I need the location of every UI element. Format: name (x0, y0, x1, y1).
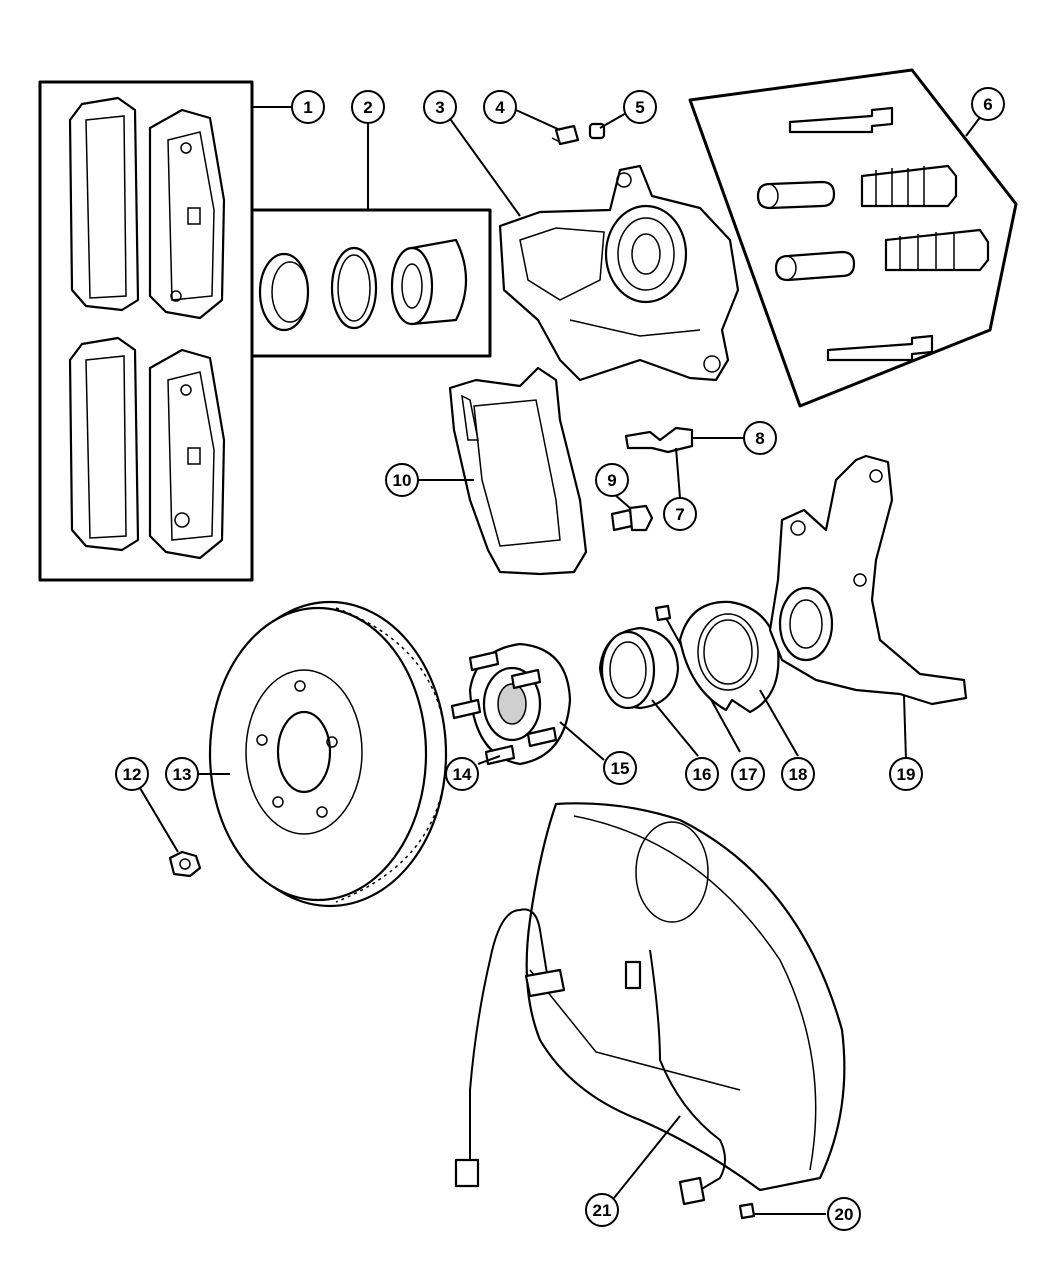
callout-14-label: 14 (453, 765, 472, 784)
callout-5-label: 5 (635, 98, 644, 117)
callout-18: 18 (781, 757, 815, 791)
callout-10: 10 (385, 463, 419, 497)
steering-knuckle (768, 454, 968, 761)
callout-9: 9 (595, 463, 629, 497)
bearing-bolt-and-shield (654, 600, 799, 757)
callout-4: 4 (483, 90, 517, 124)
callout-14: 14 (445, 757, 479, 791)
brake-pad-set (38, 80, 292, 582)
callout-13: 13 (165, 757, 199, 791)
wheel-bearing (598, 626, 699, 757)
caliper-seal-kit (250, 124, 492, 358)
callout-6-label: 6 (983, 95, 992, 114)
bleeder-screw-and-cap (515, 109, 629, 146)
caliper-guide-pin-kit (688, 68, 1018, 408)
caliper-adapter (418, 366, 588, 576)
hub-and-wheel-studs (450, 642, 605, 766)
callout-16: 16 (685, 757, 719, 791)
callout-19: 19 (889, 757, 923, 791)
callout-21: 21 (585, 1193, 619, 1227)
anti-rattle-clip (624, 426, 744, 499)
callout-20-label: 20 (835, 1205, 854, 1224)
callout-3-label: 3 (435, 98, 444, 117)
callout-10-label: 10 (393, 471, 412, 490)
callout-7-label: 7 (675, 505, 684, 524)
brake-rotor (198, 600, 448, 908)
brake-caliper (447, 115, 740, 382)
callout-15-label: 15 (611, 759, 630, 778)
callout-18-label: 18 (789, 765, 808, 784)
callout-12: 12 (115, 757, 149, 791)
callout-6: 6 (971, 87, 1005, 121)
callout-5: 5 (623, 90, 657, 124)
callout-8-label: 8 (755, 429, 764, 448)
wheel-lug-nut (139, 787, 202, 878)
callout-3: 3 (423, 90, 457, 124)
callout-9-label: 9 (607, 471, 616, 490)
callout-4-label: 4 (495, 98, 505, 117)
callout-17: 17 (731, 757, 765, 791)
callout-7: 7 (663, 497, 697, 531)
callout-15: 15 (603, 751, 637, 785)
callout-1-label: 1 (303, 98, 312, 117)
callout-21-label: 21 (593, 1201, 612, 1220)
callout-17-label: 17 (739, 765, 758, 784)
callout-20: 20 (827, 1197, 861, 1231)
callout-12-label: 12 (123, 765, 142, 784)
callout-13-label: 13 (173, 765, 192, 784)
callout-2-label: 2 (363, 98, 372, 117)
callout-16-label: 16 (693, 765, 712, 784)
callout-2: 2 (351, 90, 385, 124)
callout-1: 1 (291, 90, 325, 124)
splash-shield-and-wheel-speed-sensor (454, 802, 846, 1220)
caliper-adapter-bolt (610, 493, 654, 532)
callout-19-label: 19 (897, 765, 916, 784)
callout-8: 8 (743, 421, 777, 455)
